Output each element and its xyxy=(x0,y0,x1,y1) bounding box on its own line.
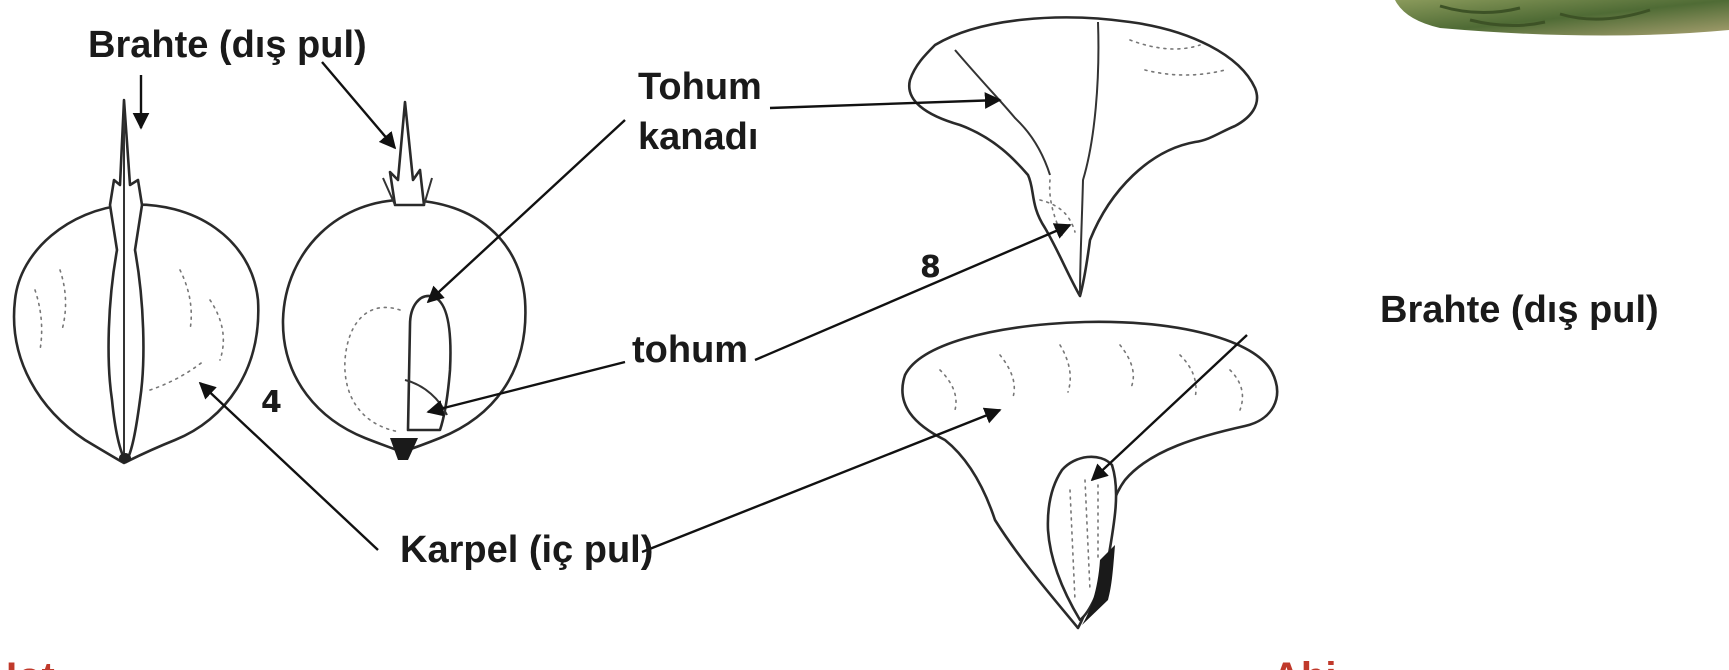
label-bract-right: Brahte (dış pul) xyxy=(1380,289,1659,331)
label-bract-left: Brahte (dış pul) xyxy=(88,24,367,66)
figure-number-right: 8 xyxy=(920,250,941,285)
label-seed-wing-line1: Tohum xyxy=(638,66,762,108)
arrow-carpel-right xyxy=(642,410,1000,552)
right-scale-with-bract xyxy=(902,322,1277,628)
bottom-captions: Iot Abi xyxy=(6,655,1336,670)
figure-number-left: 4 xyxy=(261,385,282,420)
right-seed-with-wing xyxy=(909,17,1257,296)
foliage-photo-fragment xyxy=(1395,0,1729,36)
left-scale-outer-view xyxy=(14,100,258,463)
bottom-caption-right: Abi xyxy=(1272,655,1336,670)
label-seed: tohum xyxy=(632,329,748,371)
middle-scale-inner-view xyxy=(283,102,525,460)
arrow-bract-middle xyxy=(322,62,395,148)
label-seed-wing-line2: kanadı xyxy=(638,116,758,158)
bottom-caption-left: Iot xyxy=(6,655,55,670)
label-carpel: Karpel (iç pul) xyxy=(400,529,653,571)
